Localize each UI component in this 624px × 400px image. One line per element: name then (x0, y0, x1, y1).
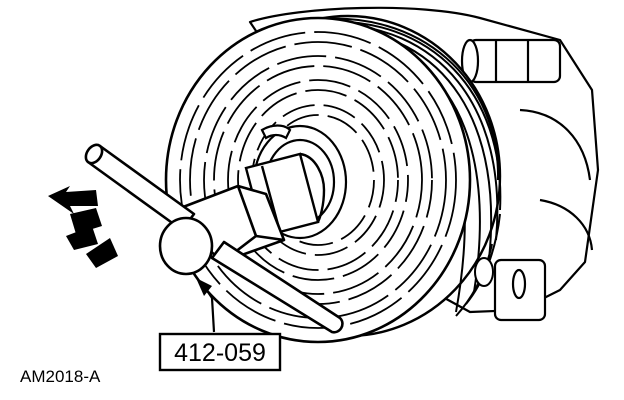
callout-leader (196, 278, 216, 333)
tool-t-handle (84, 143, 344, 334)
tool-number-box (158, 332, 282, 372)
tool-hex-body (168, 184, 286, 264)
rotation-arrows (48, 186, 118, 268)
housing-bolt-top (460, 38, 562, 84)
tool-number-callout: 412-059 (158, 332, 282, 372)
pulley-face-slots (179, 31, 457, 329)
figure-code: AM2018-A (20, 367, 101, 386)
housing-bolt-bottom (474, 257, 494, 287)
tool-number-label: 412-059 (174, 339, 266, 367)
tool-end-face (158, 216, 214, 276)
